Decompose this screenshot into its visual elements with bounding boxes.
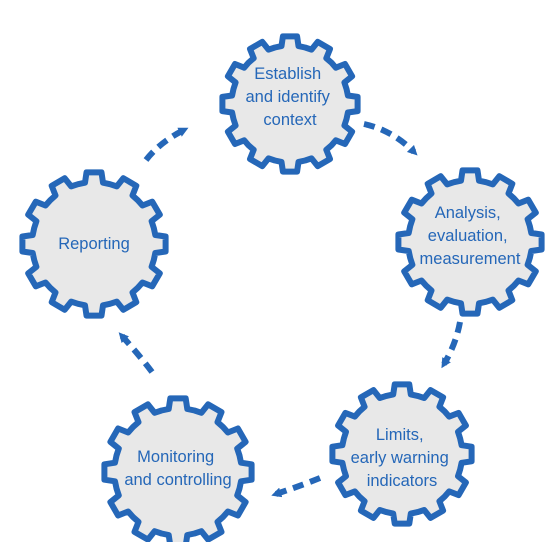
gear-monitoring-shape [101, 395, 255, 542]
gear-analysis-line-2: evaluation, [428, 227, 508, 245]
gear-limits-line-2: early warning [351, 449, 449, 467]
gear-analysis-line-3: measurement [420, 250, 521, 268]
arrow-reporting-to-establish [143, 127, 189, 162]
gear-limits-line-3: indicators [367, 472, 438, 490]
gear-reporting-shape [19, 169, 169, 319]
gear-establish-label: Establish and identify context [246, 65, 335, 129]
gear-establish-line-1: Establish [254, 65, 321, 83]
gear-monitoring: Monitoring and controlling [101, 395, 255, 542]
gear-reporting-line-1: Reporting [58, 235, 130, 253]
cycle-arrows [118, 121, 463, 498]
gear-reporting: Reporting [19, 169, 169, 319]
arrow-limits-to-monitoring [271, 475, 322, 498]
gear-establish-line-2: and identify [246, 88, 331, 106]
gear-analysis-label: Analysis, evaluation, measurement [420, 204, 521, 268]
gear-analysis-shape [395, 167, 545, 317]
gear-analysis-line-1: Analysis, [435, 204, 501, 222]
gear-analysis: Analysis, evaluation, measurement [395, 167, 545, 317]
arrow-analysis-to-limits [441, 321, 463, 369]
arrow-monitoring-to-reporting [118, 332, 155, 374]
gear-limits: Limits, early warning indicators [329, 381, 475, 527]
gear-establish: Establish and identify context [219, 33, 361, 175]
gear-limits-shape [329, 381, 475, 527]
gear-monitoring-label: Monitoring and controlling [124, 448, 231, 489]
gear-limits-label: Limits, early warning indicators [351, 426, 454, 490]
gear-limits-line-1: Limits, [376, 426, 424, 444]
gear-reporting-label: Reporting [58, 235, 130, 253]
gear-monitoring-line-2: and controlling [124, 471, 231, 489]
gear-establish-shape [219, 33, 361, 175]
gear-monitoring-line-1: Monitoring [137, 448, 214, 466]
gear-establish-line-3: context [263, 111, 317, 129]
arrow-establish-to-analysis [363, 121, 418, 156]
